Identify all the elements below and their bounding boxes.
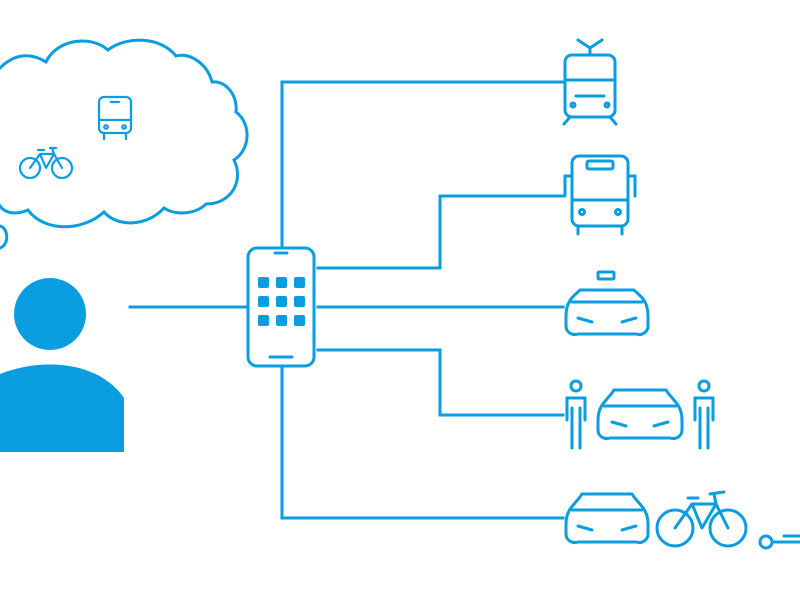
tram-icon	[562, 38, 618, 126]
thought-bubble-small	[0, 224, 9, 250]
carpool-icon	[565, 379, 715, 450]
multimodal-icon	[564, 490, 800, 550]
app-grid	[258, 277, 305, 326]
car-icon	[564, 492, 650, 544]
bicycle-icon	[655, 490, 748, 548]
connectors	[128, 80, 565, 520]
connector-phone-tram	[280, 80, 565, 250]
smartphone-icon	[246, 246, 316, 368]
scooter-icon	[758, 534, 800, 550]
thought-cloud-icon	[0, 38, 249, 250]
connector-phone-rideshare	[316, 348, 565, 417]
shared-car-icon	[596, 388, 684, 440]
connector-phone-bus	[316, 194, 565, 270]
person-icon	[0, 278, 124, 452]
passenger-right-icon	[693, 379, 715, 450]
connector-phone-multimodal	[280, 364, 565, 520]
taxi-icon	[564, 270, 650, 336]
passenger-left-icon	[565, 379, 587, 450]
cloud-bicycle-icon	[18, 146, 74, 180]
cloud-bus-icon	[97, 95, 133, 141]
bus-icon	[563, 154, 637, 236]
